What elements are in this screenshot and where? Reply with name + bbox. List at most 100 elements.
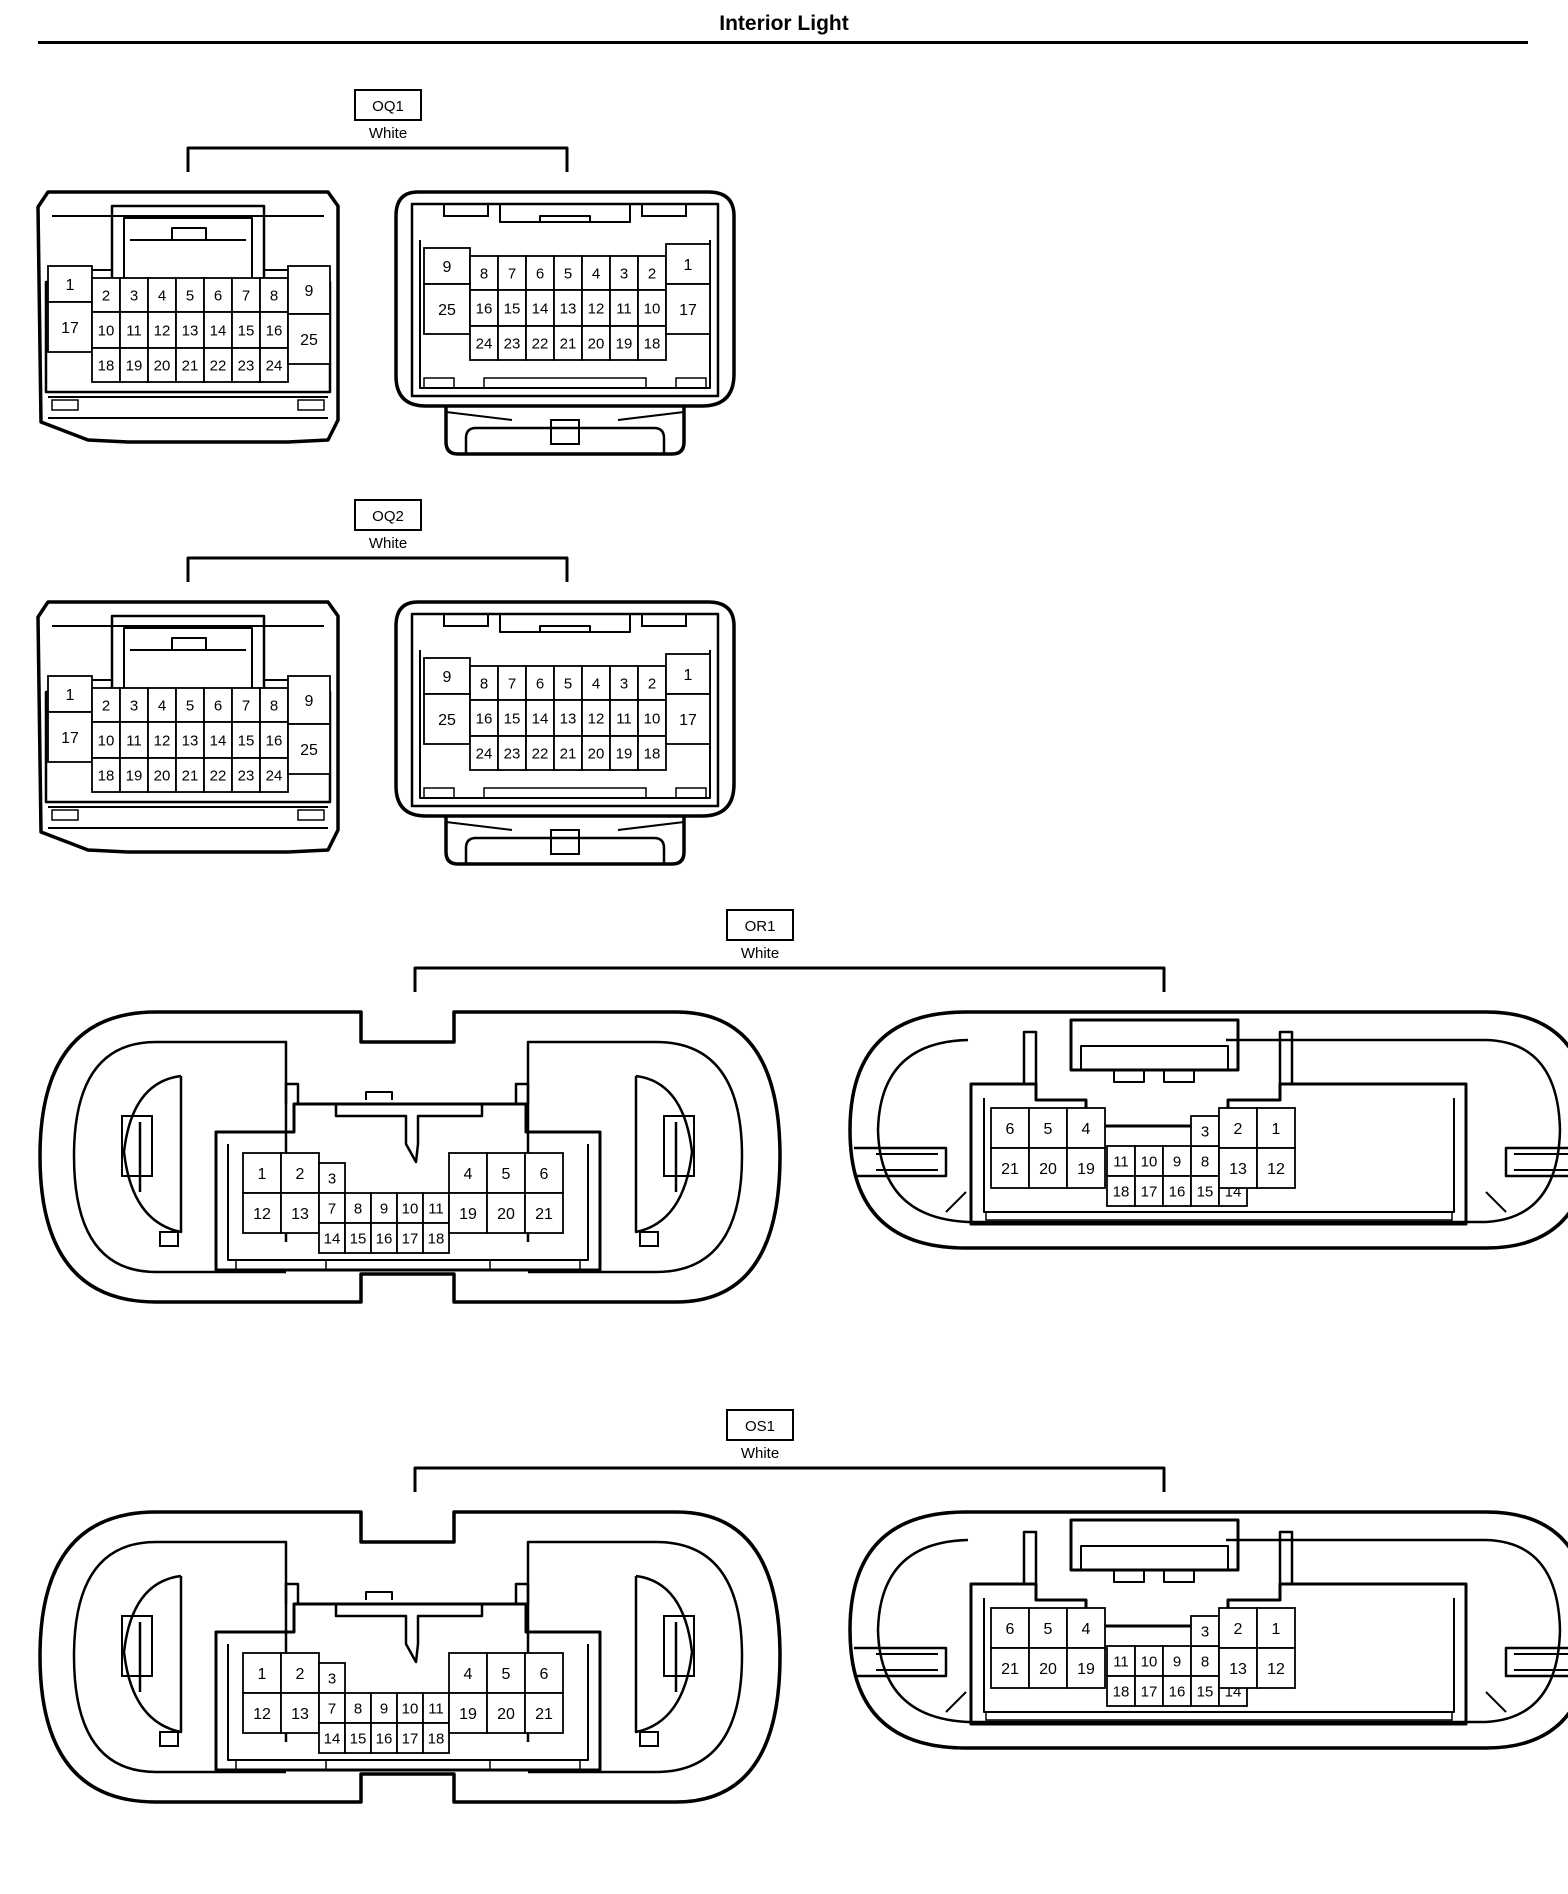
- pin-number: 18: [98, 767, 115, 784]
- pin-cell: [147, 757, 177, 793]
- pin-cell: [1218, 1107, 1258, 1149]
- pin-number: 18: [428, 1230, 445, 1247]
- pin-number: 11: [1113, 1653, 1129, 1670]
- pin-number: 22: [532, 745, 549, 762]
- housing-outline: [171, 637, 207, 650]
- connector-bracket: [413, 966, 1166, 992]
- pin-number: 6: [214, 287, 222, 304]
- pin-number: 16: [266, 322, 283, 339]
- housing-part: [675, 377, 707, 389]
- pin-cell: [203, 757, 233, 793]
- pin-number: 23: [504, 335, 521, 352]
- pin-number: 5: [564, 265, 572, 282]
- pin-cell: [469, 699, 499, 737]
- housing-outline: [122, 1074, 183, 1234]
- pin-number: 13: [560, 300, 577, 317]
- housing-outline: [1080, 1545, 1229, 1570]
- pin-number: 16: [376, 1230, 393, 1247]
- pin-cell: [259, 757, 289, 793]
- pin-number: 14: [210, 732, 227, 749]
- pin-number: 9: [380, 1700, 388, 1717]
- housing-outline: [499, 614, 631, 633]
- pin-cell: [91, 277, 121, 313]
- pin-number: 13: [291, 1706, 309, 1723]
- pin-cell: [423, 693, 471, 745]
- housing-part: [423, 787, 455, 799]
- pin-number: 11: [428, 1700, 444, 1717]
- housing-outline: [1113, 1570, 1195, 1583]
- pin-number: 7: [242, 697, 250, 714]
- connector-color: White: [369, 535, 407, 552]
- pin-number: 4: [592, 265, 600, 282]
- pin-number: 6: [540, 1166, 549, 1183]
- pin-number: 12: [253, 1706, 271, 1723]
- pin-cell: [259, 347, 289, 383]
- pin-number: 23: [504, 745, 521, 762]
- housing-part: [121, 1115, 153, 1177]
- pin-number: 23: [238, 767, 255, 784]
- pin-number: 19: [126, 767, 143, 784]
- pin-cell: [469, 325, 499, 361]
- pin-cell: [1066, 1647, 1106, 1689]
- pin-number: 10: [402, 1200, 419, 1217]
- pin-cell: [259, 277, 289, 313]
- housing-outline: [122, 1574, 183, 1734]
- connector-code: OQ1: [372, 98, 404, 115]
- pin-number: 3: [130, 287, 138, 304]
- pin-number: 25: [438, 302, 456, 319]
- pin-number: 14: [210, 322, 227, 339]
- pin-number: 8: [480, 675, 488, 692]
- housing-outline: [445, 411, 685, 421]
- housing-outline: [110, 614, 266, 692]
- housing-outline: [1113, 1070, 1195, 1083]
- pin-number: 17: [402, 1230, 419, 1247]
- housing-part: [550, 419, 580, 445]
- pin-cell: [1028, 1607, 1068, 1649]
- pin-number: 25: [300, 332, 318, 349]
- pin-number: 23: [238, 357, 255, 374]
- pin-cell: [665, 693, 711, 745]
- pin-cell: [344, 1692, 372, 1724]
- pin-number: 12: [154, 322, 171, 339]
- housing-part: [483, 377, 647, 389]
- pin-cell: [609, 665, 639, 701]
- pin-cell: [581, 735, 611, 771]
- pin-cell: [1106, 1175, 1136, 1207]
- pin-cell: [47, 301, 93, 353]
- pin-number: 19: [1077, 1161, 1095, 1178]
- pin-number: 16: [1169, 1183, 1186, 1200]
- housing-part: [489, 1259, 581, 1271]
- pin-number: 1: [66, 277, 75, 294]
- pin-number: 20: [497, 1206, 515, 1223]
- connector-bracket: [186, 146, 569, 172]
- connector-code: OQ2: [372, 508, 404, 525]
- pin-number: 14: [532, 710, 549, 727]
- housing-outline: [214, 1102, 602, 1272]
- pin-number: 15: [504, 710, 521, 727]
- pin-cell: [665, 283, 711, 335]
- connector-code-box: [354, 499, 422, 531]
- pin-number: 25: [438, 712, 456, 729]
- pin-cell: [486, 1192, 526, 1234]
- pin-number: 4: [464, 1666, 473, 1683]
- pin-cell: [524, 1152, 564, 1194]
- pin-number: 14: [532, 300, 549, 317]
- pin-number: 15: [350, 1730, 367, 1747]
- pin-number: 10: [1141, 1153, 1158, 1170]
- pin-number: 7: [508, 675, 516, 692]
- pin-number: 1: [684, 667, 693, 684]
- pin-number: 17: [402, 1730, 419, 1747]
- pin-cell: [637, 735, 667, 771]
- pin-number: 7: [242, 287, 250, 304]
- pin-cell: [1218, 1147, 1258, 1189]
- housing-outline: [854, 1146, 1568, 1178]
- pin-cell: [581, 325, 611, 361]
- housing-outline: [410, 202, 720, 398]
- pin-number: 3: [1201, 1623, 1209, 1640]
- housing-part: [639, 1731, 659, 1747]
- pin-number: 9: [443, 259, 452, 276]
